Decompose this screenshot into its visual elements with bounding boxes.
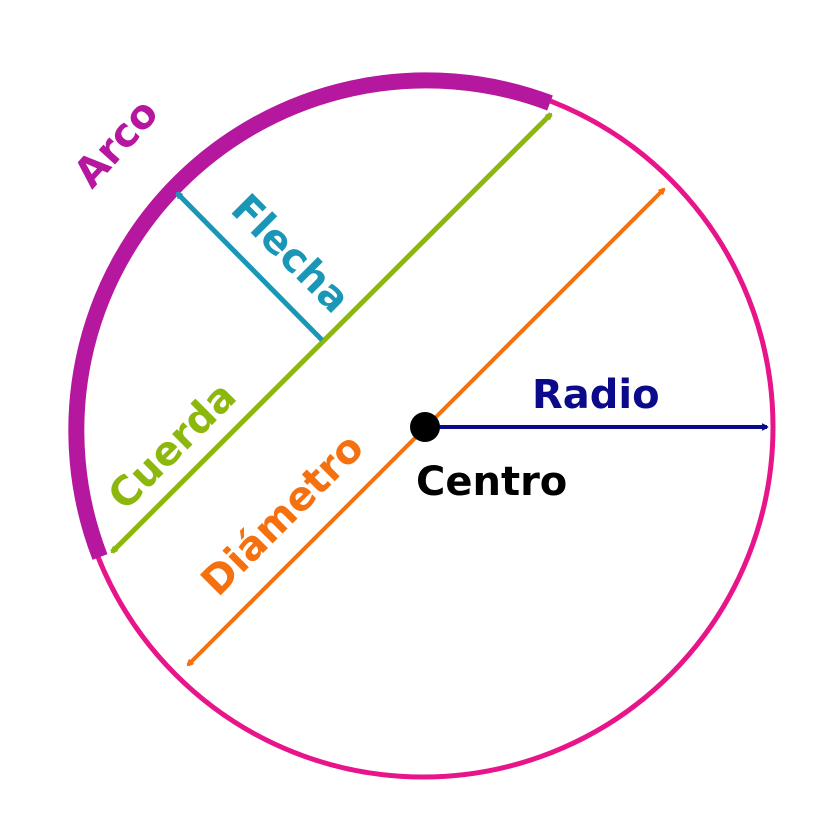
label-arco: Arco bbox=[65, 90, 167, 196]
label-flecha: Flecha bbox=[222, 186, 359, 323]
label-diametro: Diámetro bbox=[193, 425, 373, 605]
label-cuerda: Cuerda bbox=[100, 373, 246, 519]
label-centro: Centro bbox=[416, 459, 567, 505]
label-radio: Radio bbox=[532, 372, 660, 418]
center-dot bbox=[410, 412, 440, 442]
